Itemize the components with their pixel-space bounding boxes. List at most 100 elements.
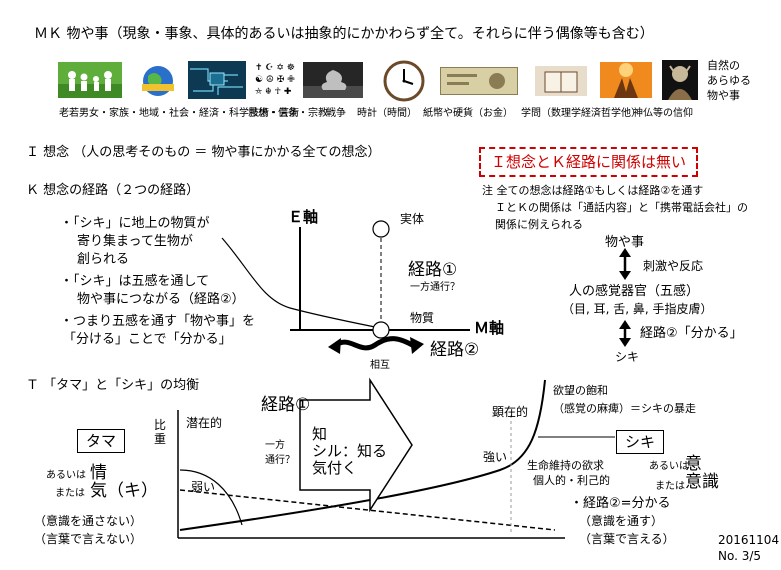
shiki-aruiwa: あるいは <box>649 461 689 472</box>
book-icon <box>544 71 578 93</box>
tama-aruiwa: あるいは <box>46 470 86 481</box>
e-axis-label: Ｅ軸 <box>288 208 319 226</box>
substance-curve <box>221 237 381 329</box>
caption-money: 紙幣や硬貨（お金） <box>423 108 513 119</box>
route2-note-2: （意識を通す） <box>579 514 664 528</box>
nature-line: 自然の <box>707 59 740 72</box>
weak-label: 弱い <box>191 480 216 494</box>
bullet-2-line-2: 物や事につながる（経路②） <box>77 292 245 307</box>
weight-label: 比重 <box>154 418 167 446</box>
shiki-mataha: または <box>655 481 685 492</box>
shiki-i: 意 <box>685 454 702 474</box>
deity-image <box>662 60 698 100</box>
tama-weak-curve <box>179 469 243 526</box>
explosion-icon <box>303 70 363 98</box>
religion-symbols: ✝ ☪ ✡ ☸ ☯ ☮ ✠ ✙ ⛤ ☬ ☥ ✚ <box>255 62 295 98</box>
desire-saturation: 欲望の飽和 <box>553 384 608 397</box>
shiki-ishiki: 意識 <box>685 472 719 492</box>
selfish-desire: 個人的・利己的 <box>533 474 610 487</box>
deity-icon <box>668 65 692 100</box>
flow-arrow-up-2-icon <box>619 320 631 329</box>
note-line-1: 注 全ての想念は経路①もしくは経路②を通す <box>482 184 704 197</box>
clock-image <box>383 60 425 102</box>
route2-note-1: ・経路②=分かる <box>570 496 671 511</box>
family-image <box>58 62 122 98</box>
family-silhouette-icon <box>58 71 122 98</box>
entity-label: 実体 <box>400 212 425 226</box>
globe-icon <box>142 66 174 96</box>
shiki-box: シキ <box>616 430 665 454</box>
route2-label: 経路② <box>430 340 480 360</box>
section-k-title: Ｋ 想念の経路（２つの経路） <box>26 183 200 198</box>
flow-things: 物や事 <box>605 235 645 250</box>
matter-label: 物質 <box>410 311 435 325</box>
route1-big-arrow-icon <box>299 377 413 513</box>
bullet-3-line-2: 「分ける」ことで「分かる」 <box>63 332 232 347</box>
no-relation-box: Ｉ想念とＫ経路に関係は無い <box>479 147 699 177</box>
entity-circle <box>372 220 390 238</box>
war-image <box>303 62 363 98</box>
tama-box: タマ <box>77 429 126 453</box>
tama-note-1: （意識を通さない） <box>34 514 143 528</box>
strong-label: 強い <box>483 450 508 464</box>
flow-sense-organs: 人の感覚器官（五感） <box>569 284 700 299</box>
arrow-text-chi: 知 <box>312 425 328 443</box>
note-line-3: 関係に例えられる <box>495 218 583 231</box>
religion-symbols-icon: ✝ ☪ ✡ ☸ ☯ ☮ ✠ ✙ ⛤ ☬ ☥ ✚ <box>255 63 295 97</box>
section-i-title: Ｉ 想念 （人の思考そのもの ＝ 物や事にかかる全ての想念） <box>26 145 381 160</box>
mutual-label: 相互 <box>370 360 390 371</box>
t-route1-label: 経路① <box>261 395 311 415</box>
explicit-label: 顕在的 <box>492 405 529 419</box>
latent-label: 潜在的 <box>186 416 223 430</box>
bullet-1-line-2: 寄り集まって生物が <box>77 234 193 249</box>
one-way-label: 一方通行？ <box>410 282 460 293</box>
flow-arrow-down-2-icon <box>619 338 631 347</box>
flow-five-senses: （目, 耳, 舌, 鼻, 手指皮膚） <box>562 302 713 316</box>
nature-line: あらゆる <box>707 74 751 87</box>
money-image <box>440 67 518 95</box>
tama-jou: 情 <box>90 463 107 483</box>
flow-arrow-up-icon <box>619 248 631 257</box>
wavy-two-way-arrow-icon <box>334 336 416 351</box>
tama-mataha: または <box>55 488 85 499</box>
nature-label: 自然の あらゆる 物や事 <box>707 58 751 103</box>
praying-hands-icon <box>614 63 638 98</box>
note-line-2: ＩとＫの関係は「通話内容」と「携帯電話会社」の <box>495 201 748 214</box>
arrow-text-shiru: シル：知る <box>312 442 388 460</box>
flow-arrow-down-icon <box>619 271 631 280</box>
flow-understand: 経路②「分かる」 <box>640 326 743 341</box>
arrowhead-left-icon <box>328 338 341 354</box>
caption-clock: 時計（時間） <box>357 108 417 119</box>
bullet-1-line-3: 創られる <box>77 252 130 267</box>
tama-ki: 気（キ） <box>90 481 158 501</box>
t-one-way-2: 通行？ <box>265 455 295 466</box>
route1-label: 経路① <box>408 260 458 280</box>
flow-shiki: シキ <box>615 350 640 364</box>
caption-society: 老若男女・家族・地域・社会・経済・科学技術・芸術 <box>59 108 299 119</box>
arrow-text-kizuku: 気付く <box>312 459 358 477</box>
bullet-2-line-1: ・「シキ」は五感を通して <box>60 274 210 289</box>
matter-circle <box>372 321 390 339</box>
bullet-3-line-1: ・つまり五感を通す「物や事」を <box>60 314 256 329</box>
globe-image <box>138 64 178 98</box>
page-number: No. 3/5 <box>718 549 762 563</box>
caption-faith: 神仏等の信仰 <box>633 108 693 119</box>
life-desire: 生命維持の欲求 <box>527 459 604 472</box>
section-t-title: Ｔ 「タマ」と「シキ」の均衡 <box>26 378 200 393</box>
caption-academic: 学問（数理学経済哲学他） <box>521 108 641 119</box>
academic-image <box>535 66 587 96</box>
nature-line: 物や事 <box>707 89 740 102</box>
route2-note-3: （言葉で言える） <box>579 532 675 546</box>
date-stamp: 20161104 <box>718 533 780 547</box>
t-one-way-1: 一方 <box>265 440 285 451</box>
m-axis-label: Ｍ軸 <box>474 319 505 337</box>
caption-religion: 思想・信条・宗教 <box>248 108 328 119</box>
shiki-rising-curve <box>179 379 546 531</box>
arrowhead-right-icon <box>410 337 424 354</box>
caption-war: 戦争 <box>326 108 346 119</box>
flow-stimulus: 刺激や反応 <box>643 259 704 273</box>
tama-note-2: （言葉で言えない） <box>34 532 143 546</box>
tama-dashed-line <box>179 489 556 531</box>
